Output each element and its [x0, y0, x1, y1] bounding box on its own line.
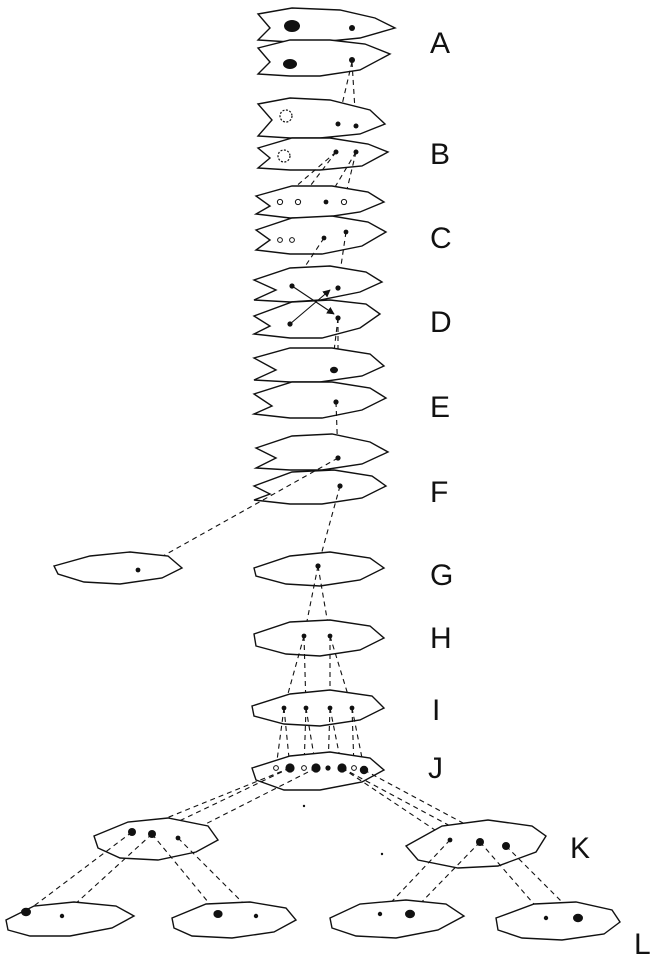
- stage-f-cell-upper: [256, 434, 388, 470]
- stage-b-cell-upper: [258, 98, 385, 138]
- stage-label-d: D: [430, 308, 452, 338]
- stage-a-nucleus: [284, 20, 300, 32]
- stage-label-e: E: [430, 393, 450, 423]
- stage-e-cell-upper: [254, 348, 384, 382]
- stage-b-nucleus-spireme: [280, 110, 292, 122]
- stage-l-cell: [330, 900, 464, 938]
- stage-e-cell-lower: [254, 382, 386, 418]
- stage-a-cell-upper: [258, 8, 395, 42]
- stage-label-c: C: [430, 224, 452, 254]
- stage-k-cell-right: [406, 820, 546, 868]
- stage-l-cell: [496, 902, 620, 940]
- stage-i-cell: [252, 690, 384, 726]
- stage-label-g: G: [430, 561, 453, 591]
- stage-g-polar-body: [54, 552, 182, 584]
- stage-a-nucleus: [283, 59, 297, 69]
- stage-label-b: B: [430, 140, 450, 170]
- stage-c-cell-lower: [256, 216, 386, 254]
- stage-b-nucleus-spireme: [278, 150, 290, 162]
- stage-h-cell: [254, 620, 384, 656]
- stage-c-cell-upper: [256, 186, 384, 218]
- stage-d-cell-lower: [254, 300, 380, 338]
- stage-l-cells: [6, 900, 620, 940]
- stage-b-cell-lower: [258, 138, 388, 170]
- stage-label-j: J: [428, 754, 443, 784]
- stage-label-k: K: [570, 834, 590, 864]
- stage-label-f: F: [430, 478, 448, 508]
- stage-label-l: L: [634, 930, 651, 960]
- stage-k-cell-left: [94, 818, 218, 860]
- stage-l-cell: [172, 902, 296, 938]
- stage-k-cells: [26, 818, 578, 918]
- stage-label-a: A: [430, 29, 450, 59]
- stage-d-cell-upper: [254, 266, 382, 302]
- stage-f-cell-lower: [254, 470, 386, 504]
- stage-label-h: H: [430, 624, 452, 654]
- stage-f-cells: [138, 434, 388, 570]
- stage-label-i: I: [432, 696, 440, 726]
- stage-a-cell-lower: [258, 40, 390, 76]
- stage-l-cell: [6, 902, 134, 936]
- stage-a-centriole: [349, 25, 355, 31]
